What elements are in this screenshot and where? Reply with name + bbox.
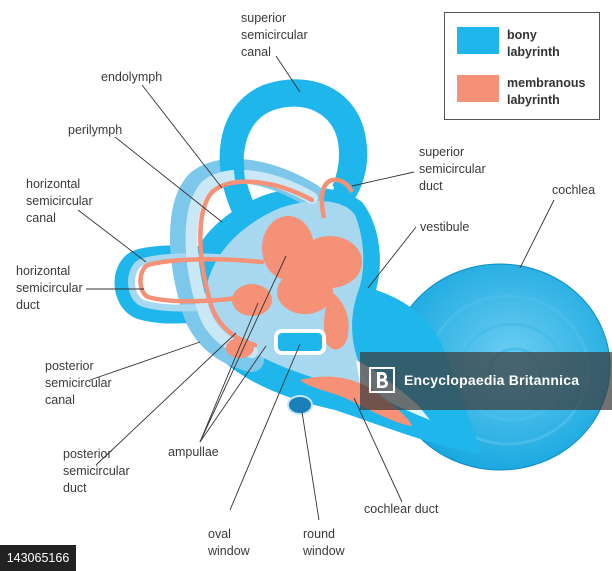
label-cochlea: cochlea — [552, 183, 596, 197]
leader-posterior-canal — [89, 341, 201, 381]
label-oval-window: oval window — [208, 527, 250, 558]
watermark-text: Encyclopaedia Britannica — [404, 372, 580, 388]
legend-swatch-membranous — [457, 75, 499, 102]
britannica-logo-icon — [369, 367, 395, 393]
windows-shapes — [274, 329, 326, 415]
label-posterior-duct: posterior semicircular duct — [63, 447, 130, 495]
label-perilymph: perilymph — [68, 123, 123, 137]
label-superior-duct: superior semicircular duct — [419, 145, 486, 193]
leader-vestibule — [367, 226, 417, 289]
legend-swatch-bony — [457, 27, 499, 54]
leader-oval-window — [229, 343, 301, 511]
leader-posterior-duct — [95, 332, 237, 466]
leader-ampullae-1 — [199, 255, 287, 443]
label-vestibule: vestibule — [420, 220, 470, 234]
label-horizontal-duct: horizontal semicircular duct — [16, 264, 83, 312]
label-cochlear-duct: cochlear duct — [364, 502, 439, 516]
label-ampullae: ampullae — [168, 445, 219, 459]
label-posterior-canal: posterior semicircular canal — [45, 359, 112, 407]
legend-label-bony: bony labyrinth — [507, 28, 560, 59]
leader-superior-canal — [275, 55, 301, 93]
leader-superior-duct — [351, 171, 415, 187]
leader-endolymph — [141, 84, 223, 189]
image-id-badge: 143065166 — [0, 545, 76, 571]
membranous-labyrinth-shape — [138, 177, 412, 426]
watermark-banner: Encyclopaedia Britannica — [360, 352, 612, 410]
leader-horizontal-canal — [77, 209, 147, 263]
leader-perilymph — [114, 136, 223, 223]
leader-lines — [77, 55, 555, 521]
label-round-window: round window — [303, 527, 345, 558]
legend-label-membranous: membranous labyrinth — [507, 76, 586, 107]
label-superior-canal: superior semicircular canal — [241, 11, 308, 59]
leader-ampullae-2 — [199, 302, 259, 443]
leader-cochlear-duct — [353, 397, 403, 503]
leader-cochlea — [519, 199, 555, 269]
leader-round-window — [301, 411, 320, 521]
label-endolymph: endolymph — [101, 70, 163, 84]
legend: bony labyrinth membranous labyrinth — [444, 12, 600, 120]
label-horizontal-canal: horizontal semicircular canal — [26, 177, 93, 225]
leader-ampullae-3 — [199, 345, 267, 443]
